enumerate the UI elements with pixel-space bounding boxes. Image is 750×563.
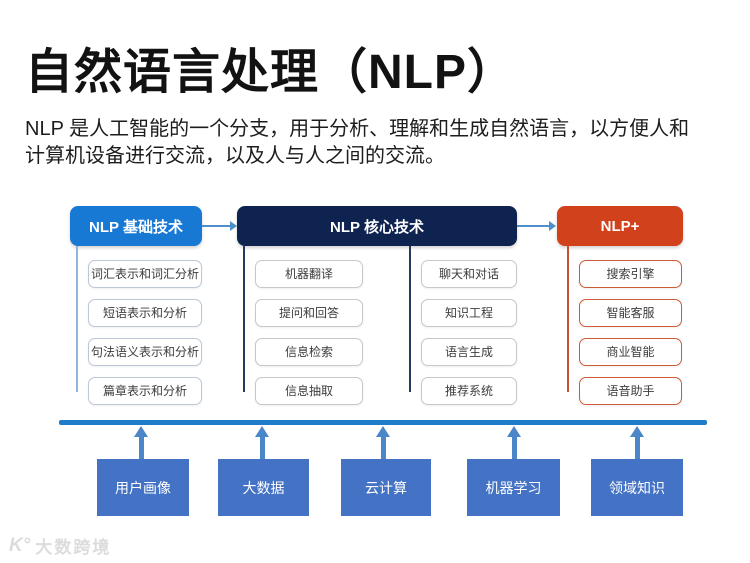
- column-core-right-items: 聊天和对话 知识工程 语言生成 推荐系统: [421, 260, 517, 405]
- up-arrow-icon: [376, 426, 390, 459]
- page-title: 自然语言处理（NLP）: [25, 46, 517, 99]
- page-subtitle: NLP 是人工智能的一个分支，用于分析、理解和生成自然语言，以方便人和 计算机设…: [25, 116, 735, 170]
- foundation-box-cloud-computing: 云计算: [341, 459, 431, 516]
- tree-item: 词汇表示和词汇分析: [88, 260, 202, 288]
- column-plus-items: 搜索引擎 智能客服 商业智能 语音助手: [579, 260, 682, 405]
- tree-item: 商业智能: [579, 338, 682, 366]
- watermark-text: 大数跨境: [35, 538, 112, 557]
- watermark: K° 大数跨境: [9, 533, 111, 558]
- column-core-left-items: 机器翻译 提问和回答 信息检索 信息抽取: [255, 260, 363, 405]
- tree-item: 语言生成: [421, 338, 517, 366]
- foundation-baseline: [59, 420, 707, 425]
- tree-item: 提问和回答: [255, 299, 363, 327]
- right-arrow-core-to-plus: [517, 221, 556, 231]
- tree-item: 短语表示和分析: [88, 299, 202, 327]
- tree-item: 推荐系统: [421, 377, 517, 405]
- right-arrow-basic-to-core: [202, 221, 237, 231]
- column-basic-items: 词汇表示和词汇分析 短语表示和分析 句法语义表示和分析 篇章表示和分析: [88, 260, 202, 405]
- up-arrow-icon: [134, 426, 148, 459]
- foundation-box-machine-learning: 机器学习: [467, 459, 560, 516]
- header-nlp-basic: NLP 基础技术: [70, 206, 202, 246]
- foundation-box-user-profile: 用户画像: [97, 459, 189, 516]
- tree-item: 智能客服: [579, 299, 682, 327]
- watermark-logo-icon: K°: [9, 534, 31, 556]
- connector-line-plus: [567, 246, 569, 392]
- tree-item: 机器翻译: [255, 260, 363, 288]
- up-arrow-icon: [630, 426, 644, 459]
- connector-line-basic: [76, 246, 78, 392]
- connector-line-core-left: [243, 246, 245, 392]
- tree-item: 篇章表示和分析: [88, 377, 202, 405]
- subtitle-line-2: 计算机设备进行交流，以及人与人之间的交流。: [25, 145, 445, 167]
- tree-item: 信息检索: [255, 338, 363, 366]
- foundation-box-domain-knowledge: 领域知识: [591, 459, 683, 516]
- tree-item: 信息抽取: [255, 377, 363, 405]
- tree-item: 聊天和对话: [421, 260, 517, 288]
- tree-item: 句法语义表示和分析: [88, 338, 202, 366]
- tree-item: 搜索引擎: [579, 260, 682, 288]
- foundation-box-big-data: 大数据: [218, 459, 309, 516]
- tree-item: 语音助手: [579, 377, 682, 405]
- subtitle-line-1: NLP 是人工智能的一个分支，用于分析、理解和生成自然语言，以方便人和: [25, 118, 690, 140]
- header-nlp-plus: NLP+: [557, 206, 683, 246]
- up-arrow-icon: [507, 426, 521, 459]
- tree-item: 知识工程: [421, 299, 517, 327]
- connector-line-core-right: [409, 246, 411, 392]
- header-nlp-core: NLP 核心技术: [237, 206, 517, 246]
- up-arrow-icon: [255, 426, 269, 459]
